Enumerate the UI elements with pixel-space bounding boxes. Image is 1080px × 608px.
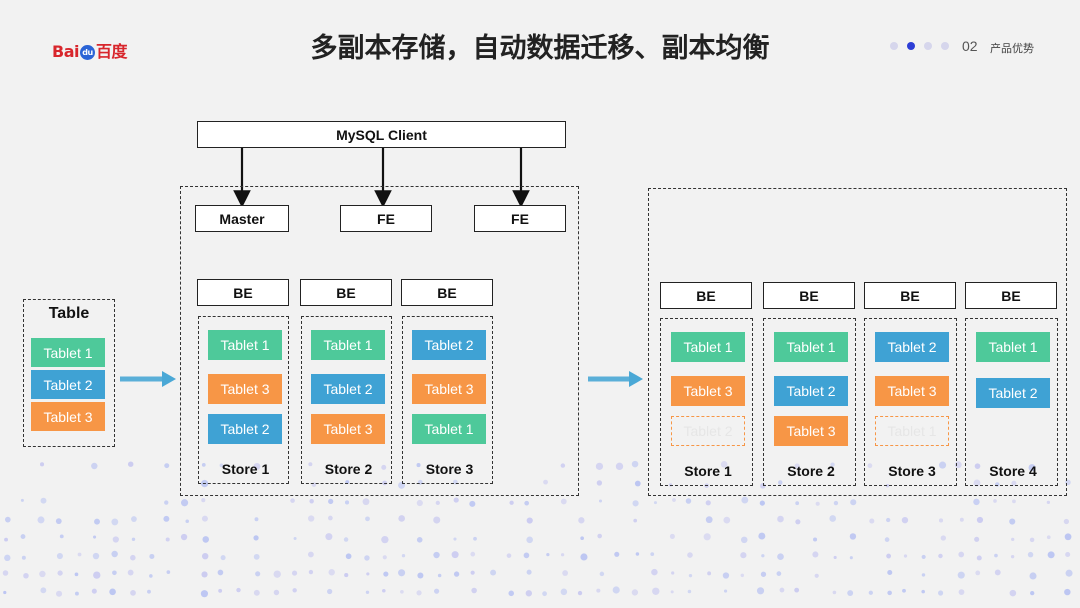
migrated-tablet-placeholder: Tablet 1	[875, 416, 949, 446]
tablet-block: Tablet 2	[976, 378, 1050, 408]
section-label: 产品优势	[990, 42, 1034, 55]
pager-dot[interactable]	[924, 42, 932, 50]
be-node-box: BE	[965, 282, 1057, 309]
doris-cluster-box	[180, 186, 579, 496]
pager-dot[interactable]	[907, 42, 915, 50]
source-table-title: Table	[48, 305, 90, 322]
tablet-block: Tablet 3	[671, 376, 745, 406]
be-node-box: BE	[864, 282, 956, 309]
store-box	[301, 316, 392, 484]
page-number: 02	[962, 38, 978, 54]
store-box	[198, 316, 289, 484]
tablet-block: Tablet 1	[31, 338, 105, 367]
pager-dots[interactable]	[890, 41, 949, 51]
tablet-block: Tablet 1	[671, 332, 745, 362]
tablet-block: Tablet 2	[875, 332, 949, 362]
source-table-box	[23, 299, 115, 447]
fe-follower-box: FE	[474, 205, 566, 232]
fe-follower-box: FE	[340, 205, 432, 232]
store-label: Store 3	[425, 461, 474, 477]
migrated-tablet-placeholder: Tablet 2	[671, 416, 745, 446]
tablet-block: Tablet 1	[208, 330, 282, 360]
tablet-block: Tablet 3	[311, 414, 385, 444]
pager-dot[interactable]	[941, 42, 949, 50]
be-node-box: BE	[660, 282, 752, 309]
baidu-paw-icon: du	[79, 45, 95, 60]
store-box	[402, 316, 493, 484]
flow-arrowhead-icon	[629, 371, 643, 387]
store-label: Store 3	[888, 463, 936, 479]
page-title: 多副本存储，自动数据迁移、副本均衡	[310, 33, 770, 64]
tablet-block: Tablet 3	[875, 376, 949, 406]
pager-dot[interactable]	[890, 42, 898, 50]
store-box	[763, 318, 856, 486]
store-box	[660, 318, 753, 486]
tablet-block: Tablet 3	[31, 402, 105, 431]
store-label: Store 1	[684, 463, 732, 479]
tablet-block: Tablet 1	[976, 332, 1050, 362]
tablet-block: Tablet 2	[311, 374, 385, 404]
fe-master-box: Master	[195, 205, 289, 232]
be-node-box: BE	[197, 279, 289, 306]
be-node-box: BE	[300, 279, 392, 306]
store-label: Store 4	[989, 463, 1037, 479]
tablet-block: Tablet 3	[208, 374, 282, 404]
tablet-block: Tablet 1	[774, 332, 848, 362]
store-label: Store 2	[787, 463, 835, 479]
be-node-box: BE	[401, 279, 493, 306]
tablet-block: Tablet 1	[311, 330, 385, 360]
store-label: Store 1	[221, 461, 270, 477]
store-box	[965, 318, 1058, 486]
rebalanced-cluster-box	[648, 188, 1067, 496]
mysql-client-box: MySQL Client	[197, 121, 566, 148]
tablet-block: Tablet 1	[412, 414, 486, 444]
store-label: Store 2	[324, 461, 373, 477]
tablet-block: Tablet 3	[412, 374, 486, 404]
tablet-block: Tablet 2	[208, 414, 282, 444]
tablet-block: Tablet 2	[774, 376, 848, 406]
store-box	[864, 318, 957, 486]
tablet-block: Tablet 2	[31, 370, 105, 399]
tablet-block: Tablet 3	[774, 416, 848, 446]
tablet-block: Tablet 2	[412, 330, 486, 360]
be-node-box: BE	[763, 282, 855, 309]
flow-arrowhead-icon	[162, 371, 176, 387]
